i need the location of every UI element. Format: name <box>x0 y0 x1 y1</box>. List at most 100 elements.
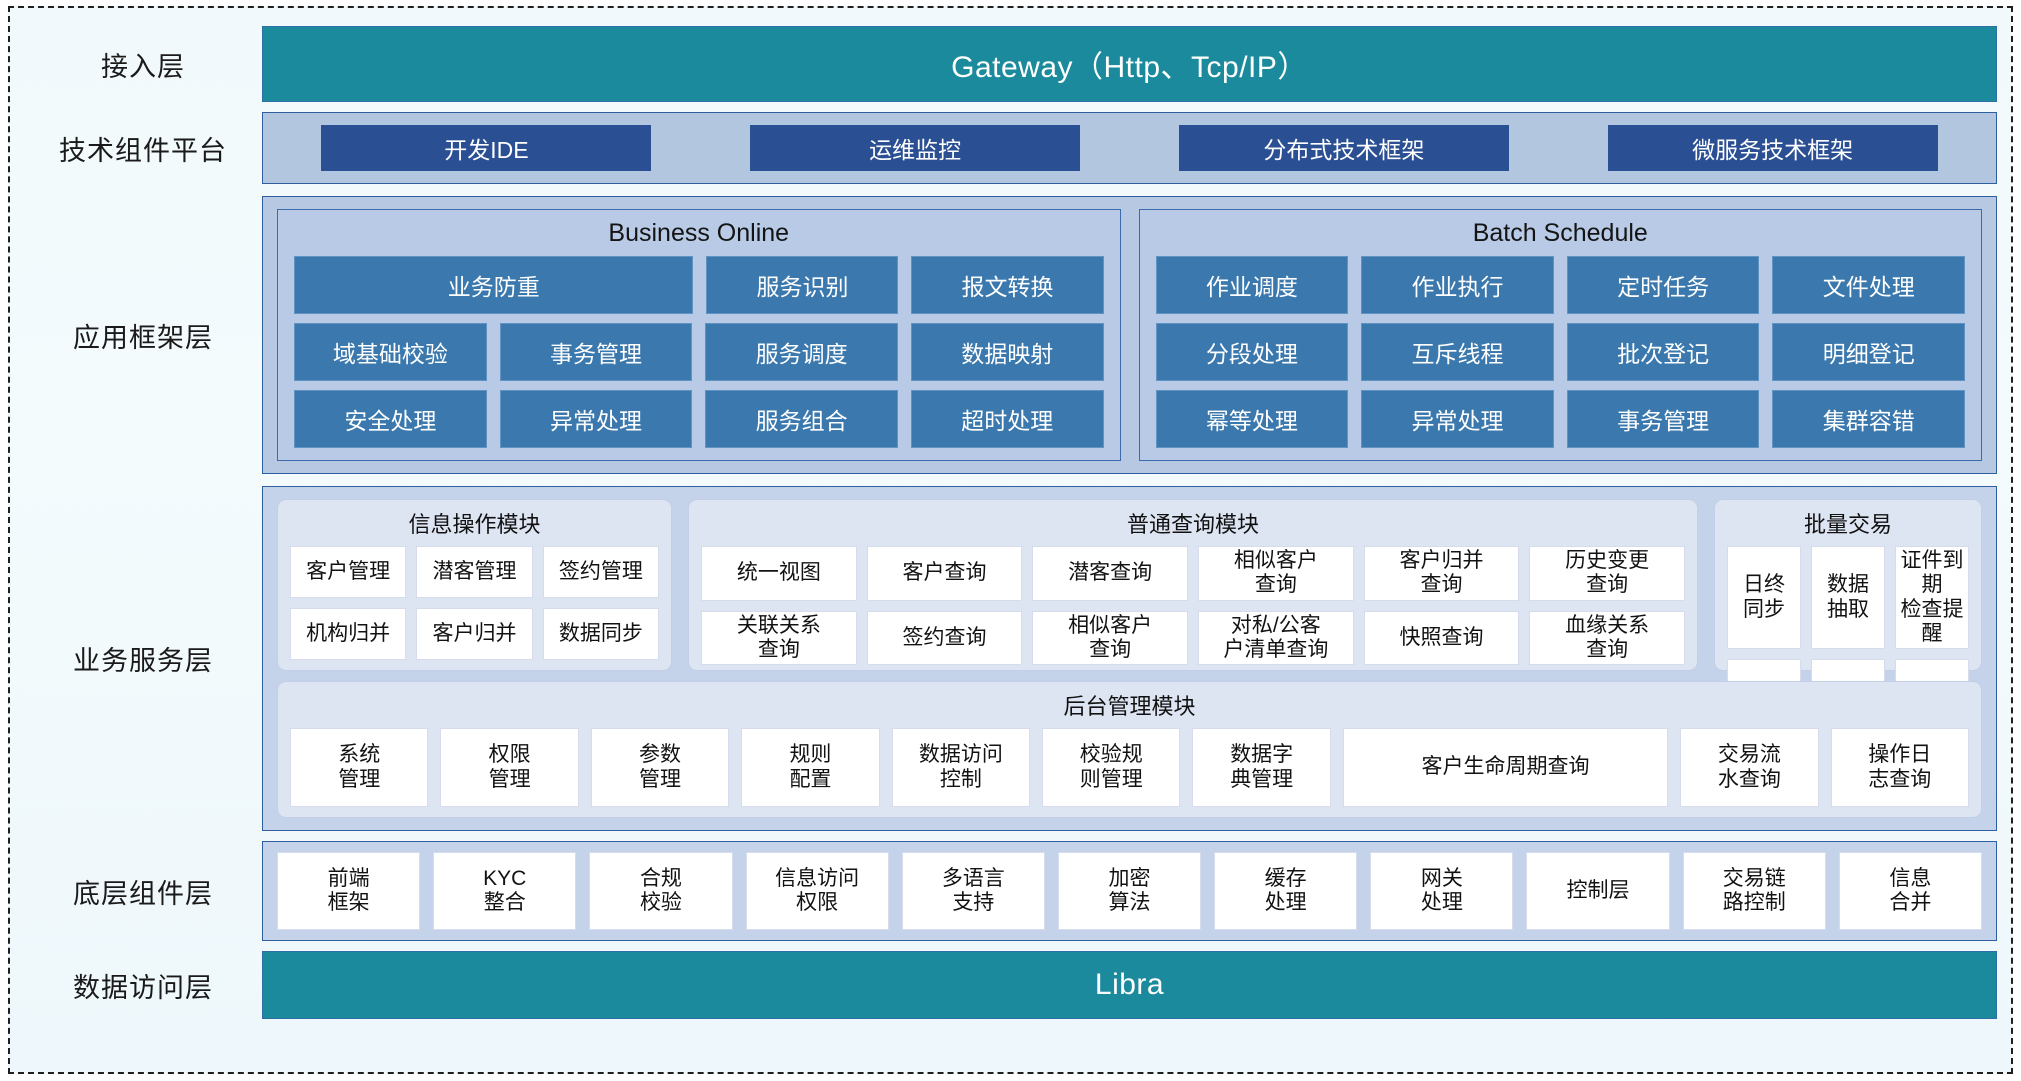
framework-chip[interactable]: 安全处理 <box>294 390 487 448</box>
business-service-row: 业务服务层 信息操作模块客户管理潜客管理签约管理机构归并客户归并数据同步普通查询… <box>24 486 1997 831</box>
base-component-chip[interactable]: 信息合并 <box>1838 852 1982 930</box>
service-chip[interactable]: 相似客户查询 <box>1198 546 1354 601</box>
module-grid: 统一视图客户查询潜客查询相似客户查询客户归并查询历史变更查询关联关系查询签约查询… <box>701 546 1685 666</box>
base-component-chip[interactable]: 加密算法 <box>1057 852 1202 930</box>
data-access-row: 数据访问层 Libra <box>24 951 1997 1019</box>
framework-chip[interactable]: 服务组合 <box>705 390 898 448</box>
service-chip[interactable]: 数据抽取 <box>1811 546 1885 650</box>
base-component-chip[interactable]: 前端框架 <box>277 852 421 930</box>
admin-module-card: 后台管理模块 系统管理权限管理参数管理规则配置数据访问控制校验规则管理数据字典管… <box>277 681 1982 818</box>
group-title: Business Online <box>608 219 790 247</box>
module-title: 批量交易 <box>1803 512 1892 537</box>
base-component-chip[interactable]: 缓存处理 <box>1214 852 1358 930</box>
framework-chip[interactable]: 明细登记 <box>1772 323 1965 381</box>
framework-chip[interactable]: 文件处理 <box>1772 256 1965 314</box>
gateway-bar[interactable]: Gateway（Http、Tcp/IP） <box>262 26 1997 102</box>
framework-chip[interactable]: 服务调度 <box>705 323 898 381</box>
business-modules: 信息操作模块客户管理潜客管理签约管理机构归并客户归并数据同步普通查询模块统一视图… <box>277 499 1982 763</box>
module-grid-row: 客户管理潜客管理签约管理 <box>290 546 659 598</box>
base-component-chip[interactable]: 网关处理 <box>1370 852 1514 930</box>
service-chip[interactable]: 签约管理 <box>542 546 659 598</box>
app-framework-label: 应用框架层 <box>73 322 213 353</box>
framework-chip[interactable]: 数据映射 <box>910 323 1104 381</box>
framework-chip[interactable]: 定时任务 <box>1566 256 1760 314</box>
access-layer-label: 接入层 <box>101 51 185 82</box>
service-chip[interactable]: 血缘关系查询 <box>1529 610 1685 666</box>
admin-module-grid: 系统管理权限管理参数管理规则配置数据访问控制校验规则管理数据字典管理客户生命周期… <box>290 728 1969 807</box>
module-grid-row: 统一视图客户查询潜客查询相似客户查询客户归并查询历史变更查询 <box>701 546 1685 601</box>
framework-chip[interactable]: 报文转换 <box>911 256 1104 314</box>
group-grid-row: 安全处理异常处理服务组合超时处理 <box>294 390 1104 448</box>
service-chip[interactable]: 潜客查询 <box>1032 546 1188 601</box>
framework-chip[interactable]: 幂等处理 <box>1155 390 1349 448</box>
tech-chip[interactable]: 微服务技术框架 <box>1607 125 1938 171</box>
data-access-label: 数据访问层 <box>73 972 213 1003</box>
framework-chip[interactable]: 事务管理 <box>1566 390 1760 448</box>
framework-chip[interactable]: 业务防重 <box>294 256 694 314</box>
base-component-chip[interactable]: 信息访问权限 <box>745 852 889 930</box>
framework-chip[interactable]: 批次登记 <box>1566 323 1760 381</box>
framework-chip[interactable]: 域基础校验 <box>294 323 487 381</box>
service-chip[interactable]: 机构归并 <box>290 608 407 660</box>
admin-chip[interactable]: 交易流水查询 <box>1680 728 1819 807</box>
framework-chip[interactable]: 服务识别 <box>706 256 899 314</box>
tech-chip[interactable]: 分布式技术框架 <box>1178 125 1509 171</box>
service-chip[interactable]: 快照查询 <box>1363 610 1520 666</box>
admin-module-title: 后台管理模块 <box>1063 694 1196 719</box>
framework-chip[interactable]: 超时处理 <box>910 390 1104 448</box>
base-component-chip[interactable]: 交易链路控制 <box>1682 852 1826 930</box>
service-chip[interactable]: 关联关系查询 <box>701 610 857 666</box>
service-chip[interactable]: 对私/公客户清单查询 <box>1198 610 1354 666</box>
framework-chip[interactable]: 作业执行 <box>1361 256 1554 314</box>
admin-chip[interactable]: 数据字典管理 <box>1192 728 1331 807</box>
framework-chip[interactable]: 异常处理 <box>499 390 693 448</box>
service-chip[interactable]: 客户查询 <box>866 546 1023 601</box>
common-query-module: 普通查询模块统一视图客户查询潜客查询相似客户查询客户归并查询历史变更查询关联关系… <box>688 499 1698 671</box>
group-title: Batch Schedule <box>1472 219 1648 247</box>
framework-chip[interactable]: 事务管理 <box>499 323 693 381</box>
service-chip[interactable]: 相似客户查询 <box>1032 610 1188 666</box>
service-chip[interactable]: 证件到期检查提醒 <box>1895 546 1969 650</box>
admin-chip[interactable]: 校验规则管理 <box>1042 728 1181 807</box>
tech-platform-panel: 开发IDE 运维监控 分布式技术框架 微服务技术框架 <box>262 112 1997 184</box>
service-chip[interactable]: 统一视图 <box>701 546 857 601</box>
admin-chip[interactable]: 操作日志查询 <box>1830 728 1969 807</box>
framework-chip[interactable]: 分段处理 <box>1155 323 1349 381</box>
service-chip[interactable]: 日终同步 <box>1727 546 1801 650</box>
framework-chip[interactable]: 作业调度 <box>1155 256 1349 314</box>
admin-chip[interactable]: 规则配置 <box>741 728 880 807</box>
admin-chip[interactable]: 客户生命周期查询 <box>1342 728 1669 807</box>
service-chip[interactable]: 客户归并 <box>416 608 533 660</box>
service-chip[interactable]: 潜客管理 <box>416 546 533 598</box>
group-grid-row: 作业调度作业执行定时任务文件处理 <box>1155 256 1965 314</box>
service-chip[interactable]: 签约查询 <box>866 610 1023 666</box>
tech-chip[interactable]: 运维监控 <box>750 125 1081 171</box>
group-grid-row: 分段处理互斥线程批次登记明细登记 <box>1155 323 1965 381</box>
service-chip[interactable]: 客户归并查询 <box>1363 546 1520 601</box>
service-chip[interactable]: 数据同步 <box>542 608 659 660</box>
admin-chip[interactable]: 系统管理 <box>290 728 429 807</box>
base-component-chip[interactable]: 多语言支持 <box>901 852 1045 930</box>
service-chip[interactable]: 客户管理 <box>290 546 407 598</box>
business-service-label: 业务服务层 <box>73 646 213 676</box>
tech-chip[interactable]: 开发IDE <box>321 125 652 171</box>
base-component-chip[interactable]: 控制层 <box>1526 852 1670 930</box>
libra-bar[interactable]: Libra <box>262 951 1997 1019</box>
base-component-chip[interactable]: 合规校验 <box>589 852 733 930</box>
framework-chip[interactable]: 集群容错 <box>1772 390 1965 448</box>
admin-chip[interactable]: 参数管理 <box>590 728 730 807</box>
framework-chip[interactable]: 异常处理 <box>1361 390 1554 448</box>
framework-chip[interactable]: 互斥线程 <box>1361 323 1554 381</box>
admin-chip[interactable]: 数据访问控制 <box>891 728 1031 807</box>
service-chip[interactable]: 历史变更查询 <box>1529 546 1685 601</box>
module-grid-row: 机构归并客户归并数据同步 <box>290 608 659 660</box>
business-online-group: Business Online 业务防重服务识别报文转换域基础校验事务管理服务调度… <box>277 209 1121 461</box>
admin-chip[interactable]: 权限管理 <box>440 728 579 807</box>
